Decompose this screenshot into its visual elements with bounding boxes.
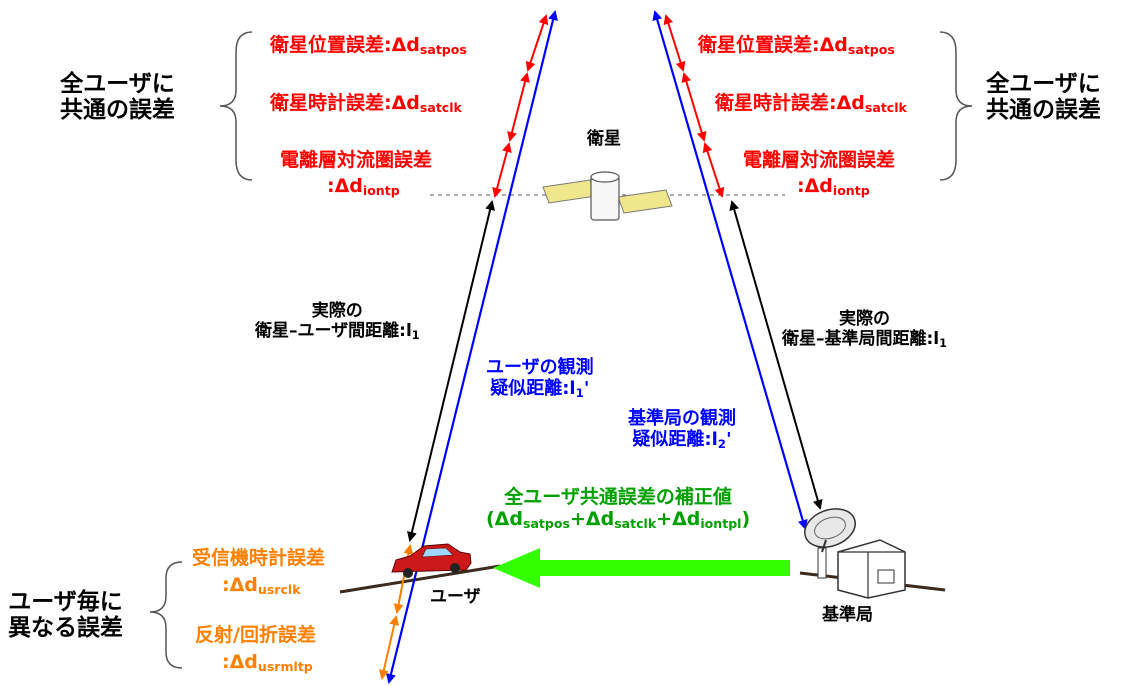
receiver-clock-error-symbol: :Δdusrclk [222,574,301,598]
correction-arrow [493,548,790,588]
usrmltp-arrow [378,615,400,680]
user-errors-brace [149,561,183,669]
left-iono-error-symbol: :Δdiontp [327,175,400,199]
left-satpos-arrow [525,14,549,72]
right-satpos-arrow [663,14,686,72]
correction-label: 全ユーザ共通誤差の補正値 (Δdsatpos+Δdsatclk+Δdiontpl… [486,486,751,531]
right-satpos-error-label: 衛星位置誤差:Δdsatpos [698,34,895,58]
multipath-error-symbol: :Δdusrmltp [222,651,313,675]
right-iono-error-label: 電離層対流圏誤差 [743,149,896,171]
user-observed-range-label: ユーザの観測 疑似距離:l1' [486,357,594,400]
station-true-range-label: 実際の 衛星–基準局間距離:l1 [782,309,947,350]
satellite-icon [542,171,673,221]
right-satclk-arrow [681,72,707,142]
left-satclk-error-label: 衛星時計誤差:Δdsatclk [270,92,462,116]
multipath-error-label: 反射/回折誤差 [195,624,316,646]
station-true-range-arrow [729,200,823,510]
car-icon [391,543,472,578]
left-satpos-error-label: 衛星位置誤差:Δdsatpos [270,34,467,58]
left-iono-error-label: 電離層対流圏誤差 [280,149,433,171]
right-iontp-arrow [702,142,725,198]
left-common-error-group-label: 全ユーザに 共通の誤差 [60,71,175,124]
left-satclk-arrow [507,72,530,142]
user-true-range-label: 実際の 衛星–ユーザ間距離:l1 [255,301,420,342]
station-observed-range-label: 基準局の観測 疑似距離:l2' [628,408,736,451]
satellite-label: 衛星 [587,129,621,149]
user-label: ユーザ [430,587,481,607]
receiver-clock-error-label: 受信機時計誤差 [192,547,326,569]
station-label: 基準局 [822,605,873,625]
user-error-group-label: ユーザ毎に 異なる誤差 [8,589,123,642]
reference-station-icon [804,508,906,599]
left-iontp-arrow [492,142,512,198]
station-observed-range-line [652,10,808,530]
right-common-brace [939,31,973,181]
right-common-error-group-label: 全ユーザに 共通の誤差 [986,71,1101,124]
right-iono-error-symbol: :Δdiontp [797,175,870,199]
left-common-brace [219,31,253,181]
right-satclk-error-label: 衛星時計誤差:Δdsatclk [715,92,907,116]
user-true-range-arrow [407,200,495,542]
